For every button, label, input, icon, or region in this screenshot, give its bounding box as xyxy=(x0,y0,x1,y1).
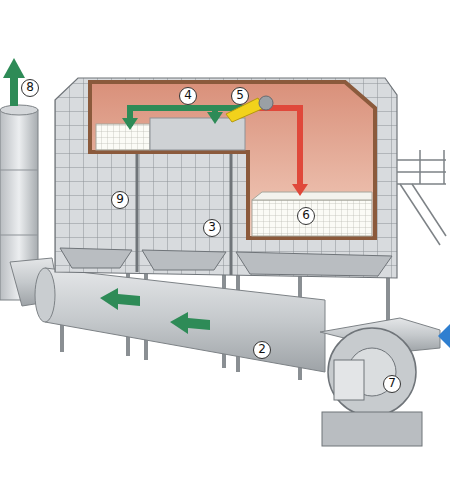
arrow-head xyxy=(207,112,223,124)
hopper xyxy=(236,252,392,276)
callout-number: 8 xyxy=(21,79,39,97)
gas-flow xyxy=(130,108,300,186)
collection-duct xyxy=(35,268,325,372)
inlet-arrow xyxy=(438,324,450,348)
hopper xyxy=(142,250,226,270)
platform xyxy=(397,150,446,245)
fan-motor xyxy=(334,360,364,400)
callout-number: 9 xyxy=(111,191,129,209)
center-duct xyxy=(150,118,245,150)
arrow-head xyxy=(122,118,138,130)
arrow-head xyxy=(292,184,308,196)
callout-number: 4 xyxy=(179,87,197,105)
duct-end xyxy=(35,268,55,322)
callout-number: 6 xyxy=(297,207,315,225)
chimney-top xyxy=(0,105,38,115)
ceramic-bed-top xyxy=(252,192,372,200)
fan xyxy=(320,318,450,446)
combustion-chamber xyxy=(90,82,375,238)
arrow-shaft xyxy=(10,76,18,106)
flow-arrow xyxy=(170,312,210,334)
post xyxy=(419,150,421,184)
callout-number: 5 xyxy=(231,87,249,105)
chimney-band xyxy=(0,235,38,236)
callout-number: 3 xyxy=(203,219,221,237)
flow-arrow xyxy=(100,288,140,310)
burner-head xyxy=(259,96,273,110)
rail xyxy=(397,171,446,173)
ceramic-bed xyxy=(252,200,372,236)
red-flow xyxy=(255,108,300,186)
fan-scroll xyxy=(328,328,416,416)
stair xyxy=(412,184,446,236)
stair xyxy=(400,184,440,245)
oxidizer-housing xyxy=(55,78,397,278)
ceramic-bed xyxy=(96,124,150,150)
chimney-band xyxy=(0,170,38,171)
chamber-divider xyxy=(136,150,139,272)
chamber-cutaway xyxy=(90,82,375,238)
deck xyxy=(397,183,446,185)
rail xyxy=(397,159,446,161)
fan-base xyxy=(322,412,422,446)
housing-body xyxy=(55,78,397,278)
chamber-divider xyxy=(230,150,233,275)
hopper xyxy=(60,248,132,268)
duct-body xyxy=(45,268,325,372)
arrow-head xyxy=(3,58,25,78)
callout-number: 7 xyxy=(383,375,401,393)
post xyxy=(443,150,445,184)
callout-number: 2 xyxy=(253,341,271,359)
